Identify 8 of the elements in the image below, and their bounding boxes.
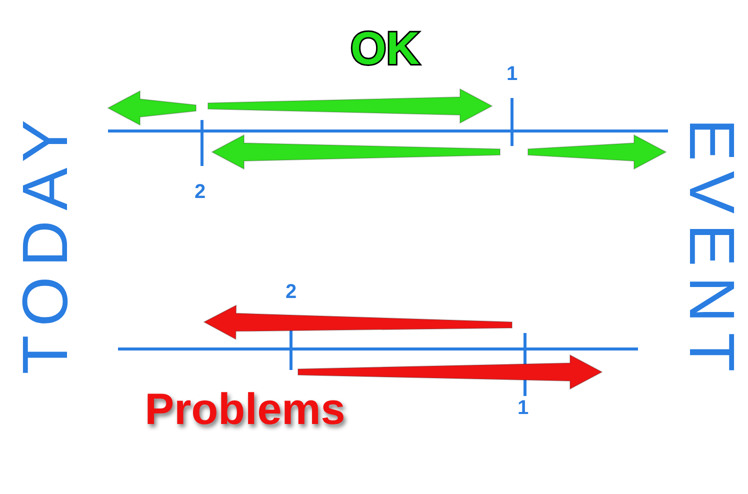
- timeline-start-label: TODAY: [13, 110, 77, 374]
- tick-label: 2: [285, 282, 297, 302]
- tick-label: 1: [506, 64, 518, 84]
- heading: Problems: [144, 388, 346, 432]
- tick-label: 1: [517, 398, 529, 418]
- timeline-end-label: EVENT: [680, 118, 744, 382]
- title: OK: [350, 25, 420, 71]
- tick-label: 2: [194, 182, 206, 202]
